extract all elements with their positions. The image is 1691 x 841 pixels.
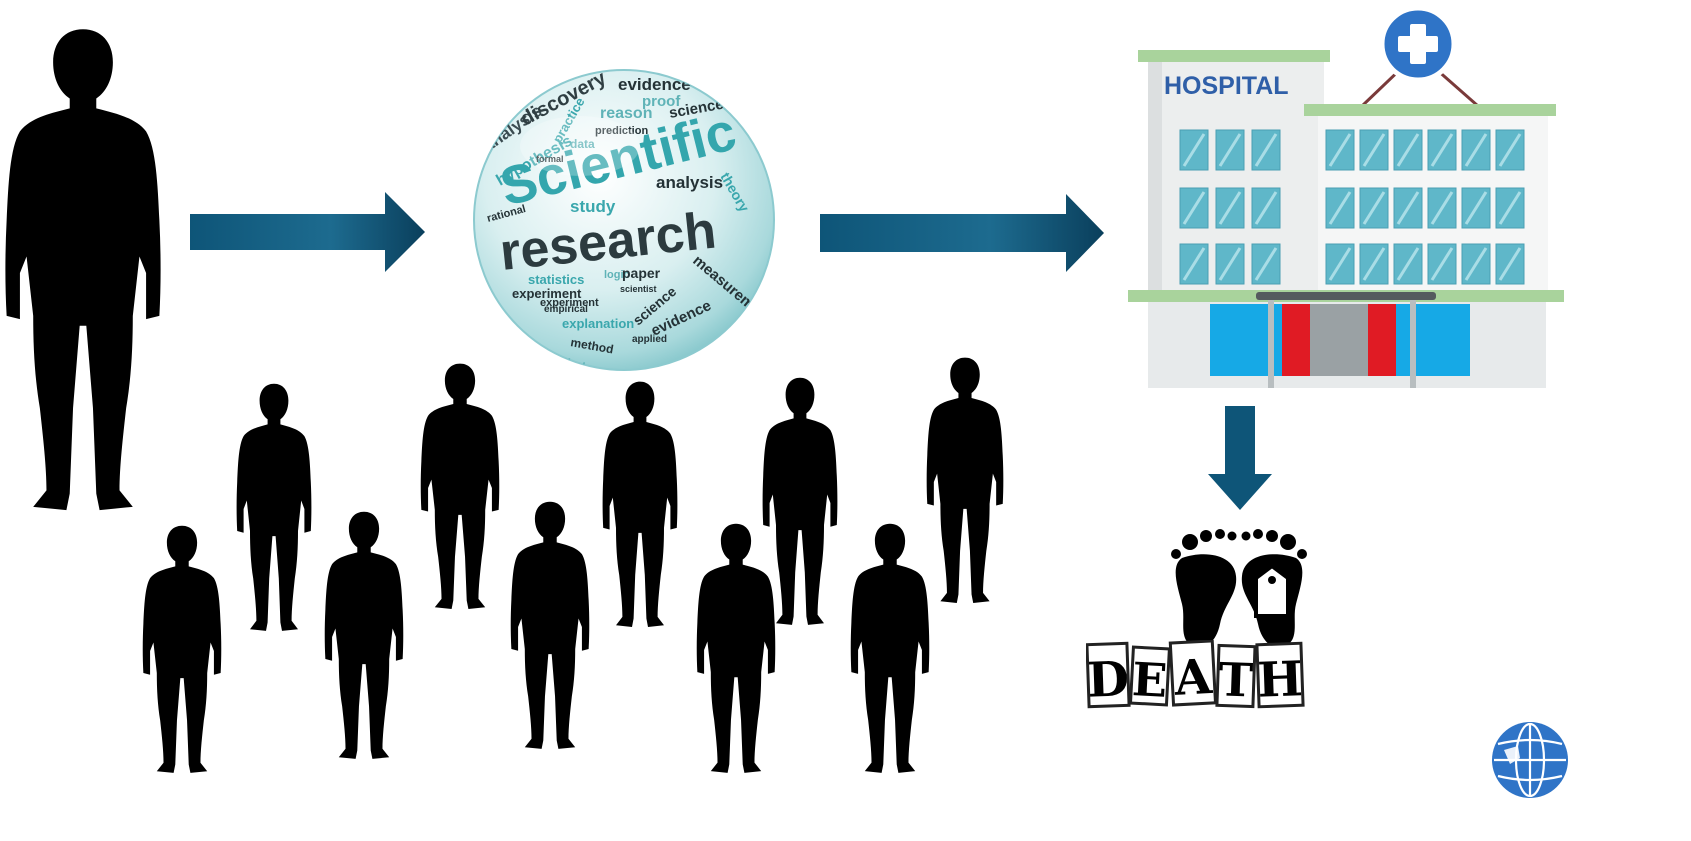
globe-logo-icon: [1490, 720, 1570, 800]
sphere-word: study: [570, 197, 616, 216]
death-letter: H: [1257, 651, 1304, 709]
arrow-hospital-to-death: [1208, 406, 1272, 510]
sphere-word: logic: [604, 269, 630, 281]
sphere-word: analysis: [656, 173, 723, 192]
sphere-word: evidence: [618, 75, 691, 94]
crowd-person: [234, 382, 314, 636]
crowd-person: [418, 362, 502, 614]
death-label: D E A T H: [1086, 640, 1306, 710]
sphere-word: paper: [622, 265, 661, 281]
sphere-word: proof: [642, 93, 681, 110]
crowd-person: [600, 380, 680, 632]
arrow-person-to-research: [190, 192, 425, 272]
sphere-word: explanation: [562, 316, 634, 331]
scientific-research-sphere: analysis discovery evidence proof scienc…: [470, 66, 778, 374]
hospital-building: HOSPITAL: [1128, 4, 1564, 396]
sphere-word: formal: [536, 154, 564, 164]
sphere-word: experiment: [540, 297, 599, 309]
sphere-word: data: [570, 137, 595, 151]
death-letter: A: [1172, 649, 1214, 707]
sphere-word: experiment: [512, 286, 582, 301]
sphere-word: statistics: [528, 272, 584, 287]
sphere-word: reason: [600, 105, 652, 122]
sphere-word: applied: [632, 334, 667, 345]
sphere-word: scientist: [620, 284, 657, 294]
hospital-sign: HOSPITAL: [1164, 72, 1289, 100]
crowd-person: [848, 522, 932, 778]
arrow-research-to-hospital: [820, 194, 1104, 272]
single-person-silhouette: [0, 26, 166, 520]
death-letter: E: [1131, 652, 1169, 708]
death-letter: T: [1218, 652, 1254, 707]
sphere-word: prediction: [595, 125, 648, 137]
crowd-person: [508, 500, 592, 754]
sphere-word: empirical: [544, 304, 588, 315]
footprints-toe-tag-icon: [1164, 528, 1314, 654]
crowd-person: [924, 356, 1006, 608]
crowd-person: [694, 522, 778, 778]
crowd-person: [322, 510, 406, 764]
crowd-person: [140, 524, 224, 778]
death-letter: D: [1086, 651, 1130, 708]
